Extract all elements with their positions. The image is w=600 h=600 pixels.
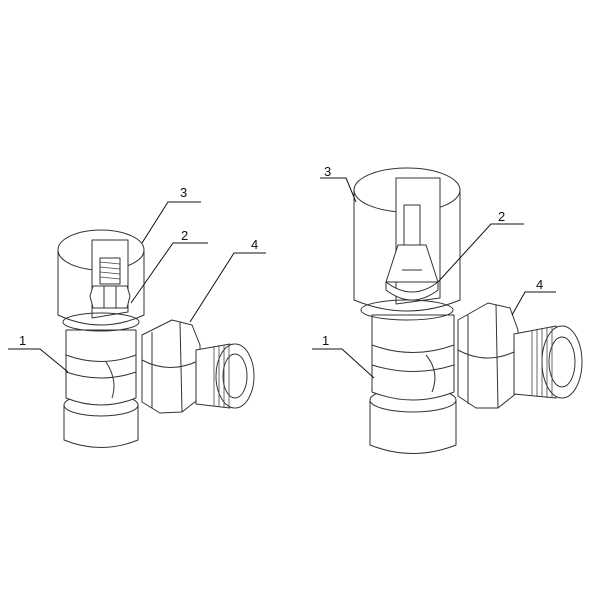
- left-label-2: 2: [181, 228, 188, 243]
- right-threaded-outlet: [513, 325, 583, 399]
- left-label-4: 4: [251, 237, 258, 252]
- left-leader-lines: [8, 201, 266, 373]
- right-label-4: 4: [536, 277, 543, 292]
- right-label-2: 2: [498, 209, 505, 224]
- left-union-nut: [141, 319, 201, 414]
- left-label-3: 3: [180, 185, 187, 200]
- left-valve-body: [65, 329, 137, 406]
- left-label-1: 1: [19, 333, 26, 348]
- left-threaded-outlet: [195, 343, 255, 409]
- left-stem: [89, 257, 131, 309]
- right-label-1: 1: [322, 333, 329, 348]
- right-label-3: 3: [324, 164, 331, 179]
- right-union-nut: [457, 302, 519, 409]
- left-valve: 1 2 3 4: [8, 185, 266, 448]
- right-stem: [385, 204, 439, 301]
- right-valve: 1 2 3 4: [312, 164, 583, 454]
- right-leader-lines: [312, 177, 556, 379]
- right-valve-body: [371, 314, 455, 401]
